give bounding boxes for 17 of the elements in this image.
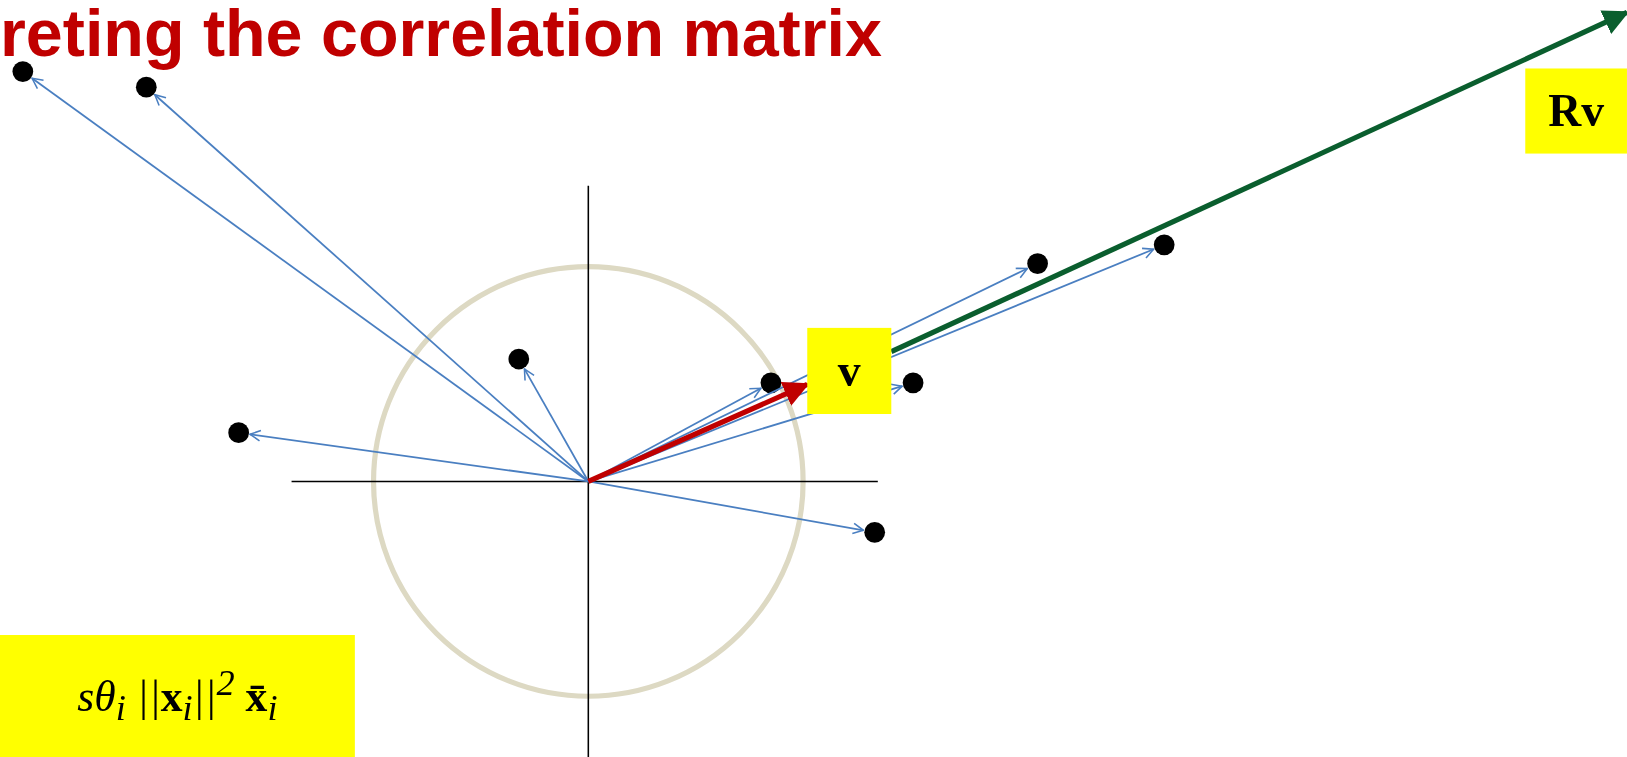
data-point xyxy=(902,372,924,394)
formula: sθ$_{i}$ ||x$_{i}$||$^{2}$ x̄$_{i}$ xyxy=(77,663,278,729)
data-point xyxy=(1027,253,1048,274)
vector-arrow xyxy=(890,10,1627,354)
vector-label: Rv xyxy=(1548,88,1604,134)
formula-box xyxy=(0,635,355,757)
vector-arrow xyxy=(523,368,590,483)
vector-arrow xyxy=(249,429,590,483)
vector-label-box xyxy=(1525,68,1627,154)
data-point xyxy=(508,348,530,370)
data-point xyxy=(135,76,157,98)
data-point xyxy=(1153,234,1175,256)
data-point xyxy=(228,422,249,444)
data-point xyxy=(864,521,886,543)
data-point xyxy=(760,372,782,394)
vector-label: v xyxy=(837,348,861,394)
vector-label-box xyxy=(807,327,892,414)
